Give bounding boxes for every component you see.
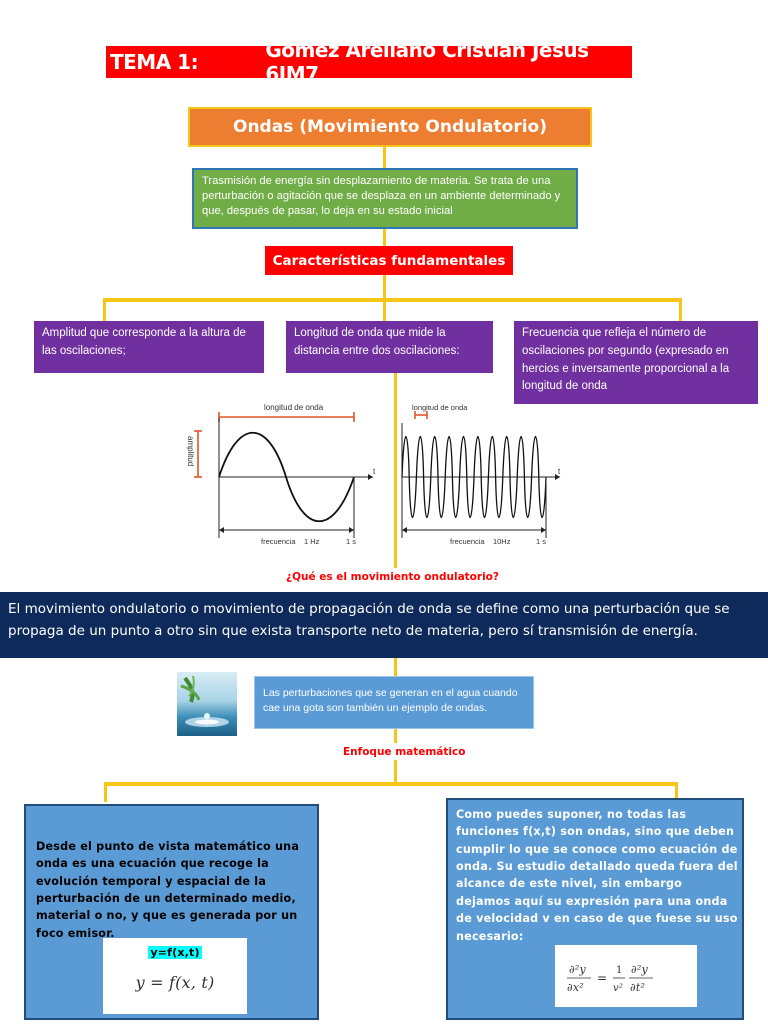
svg-text:v²: v² (613, 983, 623, 994)
sine-wave-10hz (401, 436, 547, 518)
math-title: Enfoque matemático (343, 746, 466, 758)
svg-text:∂²y: ∂²y (569, 963, 586, 976)
connector (104, 782, 677, 786)
formula-box-left: y=f(x,t) y = f(x, t) (103, 938, 247, 1014)
wavelength-box: Longitud de onda que mide la distancia e… (286, 321, 493, 373)
time-end-label: 1 s (346, 537, 356, 546)
water-drop-image (177, 672, 237, 736)
svg-text:∂t²: ∂t² (630, 981, 645, 994)
connector (394, 729, 397, 743)
amplitude-box: Amplitud que corresponde a la altura de … (34, 321, 264, 373)
connector (383, 275, 386, 300)
math-left-text: Desde el punto de vista matemático una o… (36, 840, 300, 940)
math-left-box: Desde el punto de vista matemático una o… (24, 804, 319, 1020)
water-example-box: Las perturbaciones que se generan en el … (254, 676, 534, 729)
connector (675, 782, 678, 798)
tema-label: TEMA 1: (110, 50, 199, 74)
wavelength-label: longitud de onda (264, 403, 324, 412)
connector (104, 782, 107, 802)
amplitude-label: amplitud (186, 436, 195, 466)
connector (383, 147, 386, 169)
time-axis-label: t (558, 467, 561, 476)
time-end-label: 1 s (536, 537, 546, 546)
formula-y-fxt: y = f(x, t) (135, 973, 215, 993)
frequency-label: frecuencia 1 Hz (261, 537, 320, 546)
wave-diagram-1hz: longitud de onda amplitud t frecuencia 1… (186, 403, 376, 546)
frequency-label: frecuencia 10Hz (450, 537, 511, 546)
connector (679, 298, 682, 322)
characteristics-title: Características fundamentales (265, 246, 513, 275)
time-axis-label: t (373, 467, 376, 476)
svg-text:=: = (597, 971, 607, 985)
connector (103, 298, 106, 322)
connector (383, 229, 386, 247)
sine-wave-1hz (218, 432, 355, 522)
connector (394, 372, 397, 568)
definition-box: Trasmisión de energía sin desplazamiento… (192, 168, 578, 229)
wavelength-label: longitud de onda (412, 403, 468, 412)
svg-text:1: 1 (616, 965, 623, 976)
main-title: Ondas (Movimiento Ondulatorio) (188, 107, 592, 147)
frequency-box: Frecuencia que refleja el número de osci… (514, 321, 758, 404)
connector (103, 298, 681, 302)
math-right-box: Como puedes suponer, no todas las funcio… (446, 798, 744, 1020)
author-name: Gómez Arellano Cristian Jesús 6IM7 (265, 38, 589, 86)
question-label: ¿Qué es el movimiento ondulatorio? (286, 571, 499, 583)
wave-diagram-10hz: longitud de onda t frecuencia 10Hz 1 s (401, 403, 561, 546)
connector (394, 658, 397, 676)
svg-text:∂²y: ∂²y (631, 963, 648, 976)
math-right-text: Como puedes suponer, no todas las funcio… (456, 808, 738, 943)
wave-equation-box: ∂²y ∂x² = 1 v² ∂²y ∂t² (555, 945, 697, 1007)
movement-definition: El movimiento ondulatorio o movimiento d… (0, 592, 768, 658)
wave-equation: ∂²y ∂x² = 1 v² ∂²y ∂t² (567, 963, 653, 994)
svg-text:∂x²: ∂x² (567, 981, 584, 994)
connector (394, 760, 397, 784)
connector (383, 298, 386, 322)
formula-highlight: y=f(x,t) (148, 946, 202, 959)
page-header: TEMA 1: Gómez Arellano Cristian Jesús 6I… (106, 38, 632, 86)
